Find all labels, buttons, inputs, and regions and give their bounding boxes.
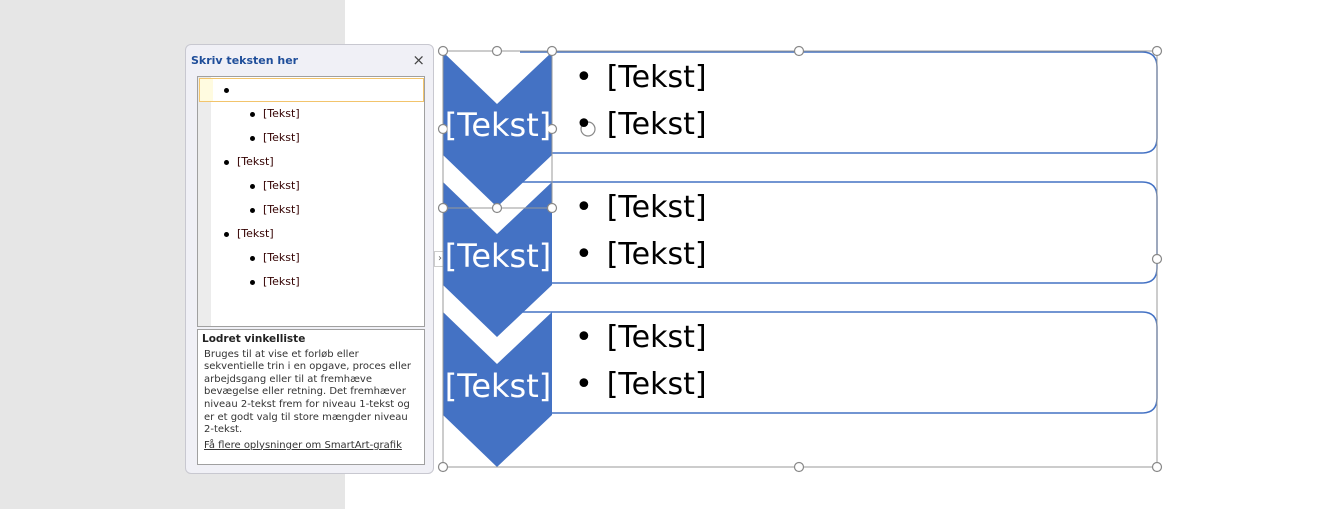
list-item[interactable]: [Tekst] — [224, 152, 274, 172]
bullet-icon — [250, 183, 255, 189]
chevron-3 — [443, 312, 552, 467]
close-icon[interactable]: × — [412, 51, 425, 69]
resize-handle — [546, 45, 558, 57]
resize-handle — [546, 123, 558, 135]
list-item[interactable]: [Tekst] — [224, 224, 274, 244]
resize-handle — [793, 461, 805, 473]
text-editor[interactable]: [Tekst] [Tekst] [Tekst] [Tekst] [Tekst] … — [197, 76, 425, 327]
resize-handle — [1151, 253, 1163, 265]
layout-description: Lodret vinkelliste Bruges til at vise et… — [197, 329, 425, 465]
layout-description-text: Bruges til at vise et forløb eller sekve… — [204, 348, 411, 436]
bullet-icon — [250, 135, 255, 141]
chevron-2 — [443, 182, 552, 337]
resize-handle — [546, 202, 558, 214]
bullet-icon — [250, 255, 255, 261]
bullet-list[interactable]: [Tekst][Tekst] — [575, 184, 707, 278]
resize-handle — [1151, 45, 1163, 57]
bullet-icon — [250, 207, 255, 213]
resize-handle — [491, 202, 503, 214]
resize-handle — [437, 123, 449, 135]
bullet-list[interactable]: [Tekst][Tekst] — [575, 314, 707, 408]
list-item[interactable]: [Tekst] — [250, 104, 300, 124]
resize-handle — [1151, 461, 1163, 473]
bullet-icon — [224, 87, 229, 93]
bullet-icon — [224, 231, 229, 237]
resize-handle — [437, 45, 449, 57]
resize-handle — [491, 45, 503, 57]
list-item[interactable]: [Tekst] — [250, 248, 300, 268]
list-item[interactable]: [Tekst] — [250, 128, 300, 148]
resize-handle — [437, 202, 449, 214]
list-item[interactable] — [199, 78, 424, 102]
resize-handle — [793, 45, 805, 57]
resize-handle — [437, 461, 449, 473]
list-item[interactable]: [Tekst] — [250, 272, 300, 292]
bullet-icon — [250, 111, 255, 117]
more-info-link[interactable]: Få flere oplysninger om SmartArt-grafik — [204, 439, 402, 451]
list-item[interactable]: [Tekst] — [250, 176, 300, 196]
bullet-list[interactable]: [Tekst][Tekst] — [575, 54, 707, 148]
list-item[interactable]: [Tekst] — [250, 200, 300, 220]
text-pane: Skriv teksten her × [Tekst] [Tekst] [Tek… — [185, 44, 434, 474]
chevron-label[interactable]: [Tekst] — [444, 237, 552, 275]
editor-gutter — [198, 77, 211, 326]
layout-name: Lodret vinkelliste — [202, 333, 306, 345]
chevron-label[interactable]: [Tekst] — [444, 106, 552, 144]
chevron-1 — [443, 52, 552, 207]
bullet-icon — [250, 279, 255, 285]
bullet-icon — [224, 159, 229, 165]
chevron-label[interactable]: [Tekst] — [444, 367, 552, 405]
text-pane-title: Skriv teksten her — [191, 54, 299, 67]
